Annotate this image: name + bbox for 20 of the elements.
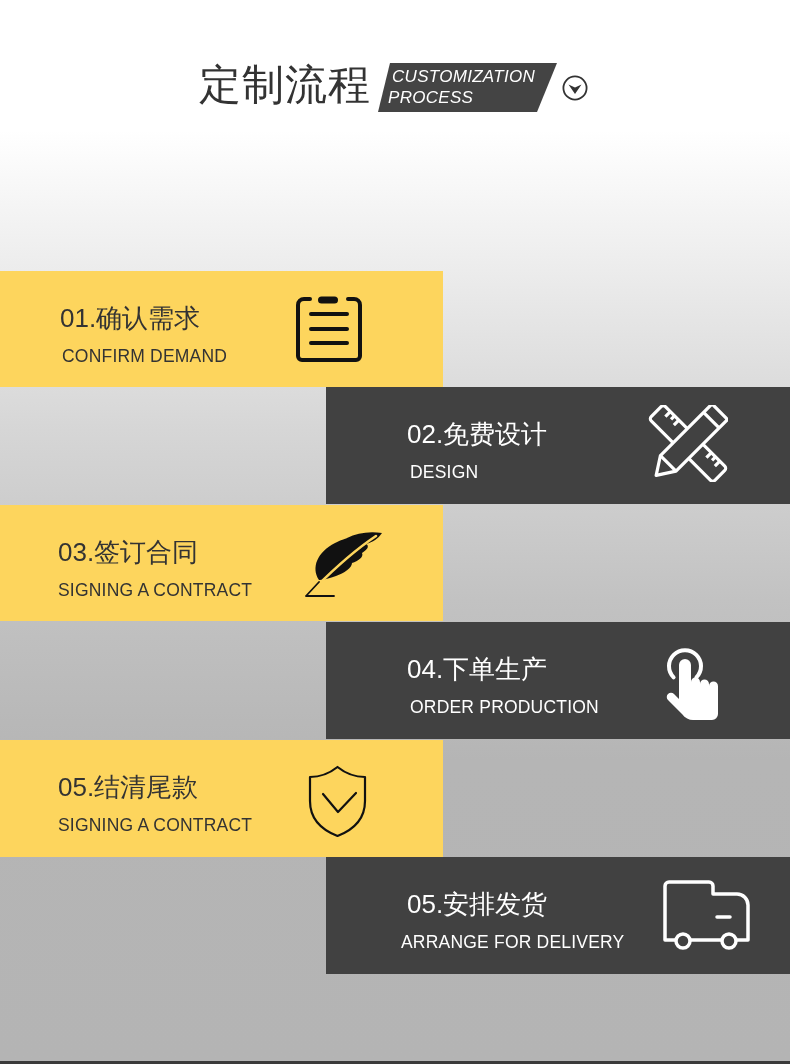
step-title: 02.免费设计 — [407, 419, 548, 450]
step-title: 04.下单生产 — [407, 654, 548, 685]
step-title: 03.签订合同 — [58, 537, 199, 568]
step-band — [0, 505, 443, 621]
step-band — [326, 857, 790, 974]
step-title: 01.确认需求 — [60, 303, 201, 334]
step-subtitle: CONFIRM DEMAND — [62, 346, 228, 366]
page-title: 定制流程 — [199, 60, 371, 110]
step-subtitle: ORDER PRODUCTION — [410, 697, 599, 717]
title-tag: CUSTOMIZATION PROCESS — [378, 63, 557, 112]
step-subtitle: DESIGN — [410, 462, 479, 482]
step-band — [0, 740, 443, 857]
step-subtitle: ARRANGE FOR DELIVERY — [401, 932, 625, 952]
step-title: 05.结清尾款 — [58, 772, 199, 803]
step-subtitle: SIGNING A CONTRACT — [58, 580, 253, 600]
step-subtitle: SIGNING A CONTRACT — [58, 815, 253, 835]
step-band — [326, 387, 790, 504]
step-band — [326, 622, 790, 739]
step-title: 05.安排发货 — [407, 889, 548, 920]
step-band — [0, 271, 443, 387]
